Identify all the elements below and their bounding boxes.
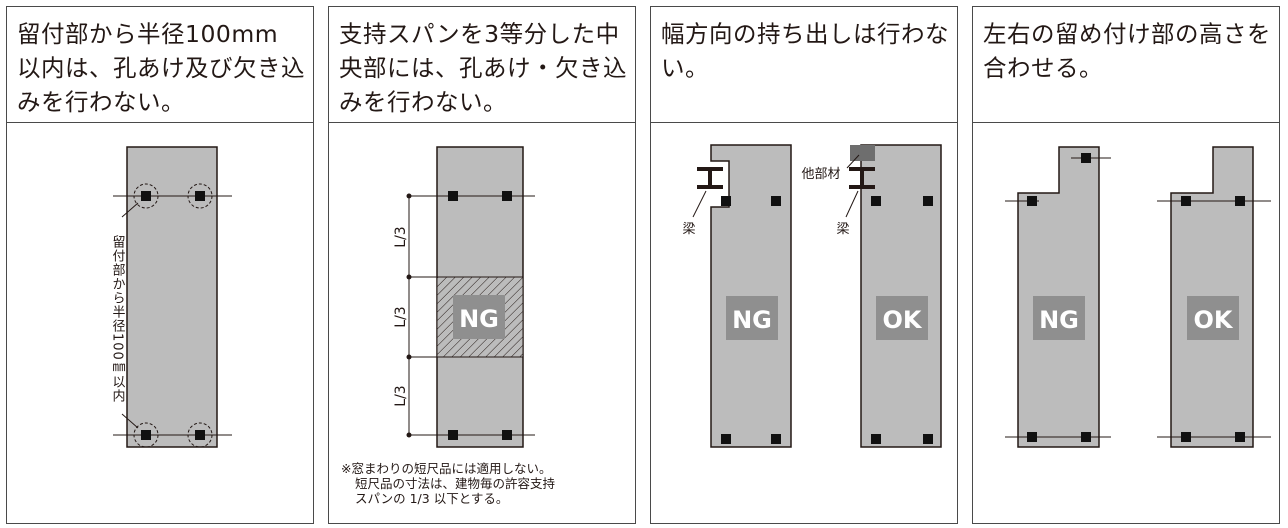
fixing-point (448, 430, 458, 440)
fixing-point (502, 430, 512, 440)
panel-title: 左右の留め付け部の高さを 合わせる。 (973, 7, 1279, 123)
fixing-point (923, 196, 933, 206)
beam-label: 梁 (836, 222, 849, 237)
leader-line (692, 190, 707, 218)
fixing-point (448, 191, 458, 201)
fixing-point (1027, 432, 1037, 442)
fixing-point (721, 434, 731, 444)
leader-line (121, 413, 139, 429)
fixing-point (1181, 196, 1191, 206)
fixing-point (502, 191, 512, 201)
beam-label: 梁 (682, 222, 695, 237)
radius-circle (133, 183, 159, 209)
fixing-point (141, 191, 151, 201)
ng-badge-label: NG (732, 306, 772, 334)
fixing-point (771, 434, 781, 444)
fixing-radius-diagram: 留付部から半径100㎜以内 (110, 146, 232, 448)
span-center-diagram: L/3 L/3 L/3 NG (393, 146, 535, 448)
leader-line (121, 202, 139, 218)
panel-title: 留付部から半径100mm 以内は、孔あけ及び欠き込 みを行わない。 (7, 7, 313, 123)
fixing-points (133, 183, 213, 448)
panel-fixing-height: 左右の留め付け部の高さを 合わせる。 NG OK (972, 6, 1280, 524)
fixing-point (871, 196, 881, 206)
leader-line (845, 190, 859, 218)
fixing-point (923, 434, 933, 444)
title-line: みを行わない。 (339, 88, 507, 116)
panel-title: 幅方向の持ち出しは行わな い。 (651, 7, 957, 123)
fixing-point (1235, 196, 1245, 206)
ng-badge-label: NG (1039, 306, 1079, 334)
width-overhang-diagram: 梁 NG 他部材 梁 OK (682, 144, 942, 448)
fixing-point (1181, 432, 1191, 442)
ng-badge (726, 296, 778, 340)
beam-icon (849, 167, 875, 189)
title-line: い。 (661, 54, 709, 82)
title-line: 左右の留め付け部の高さを (983, 20, 1271, 48)
ok-badge (876, 296, 928, 340)
other-member (850, 145, 875, 161)
ng-badge (1033, 296, 1085, 340)
fixing-point (195, 430, 205, 440)
panel-span-center: 支持スパンを3等分した中 央部には、孔あけ・欠き込 みを行わない。 L/3 (328, 6, 636, 524)
fixing-point (871, 434, 881, 444)
fixing-point (771, 196, 781, 206)
fixing-point (1081, 153, 1091, 163)
radius-circle (187, 422, 213, 448)
ok-badge-label: OK (883, 306, 923, 334)
title-line: 留付部から半径100mm (17, 20, 279, 48)
footnote-line: ※窓まわりの短尺品には適用しない。 (341, 461, 552, 476)
other-member-label: 他部材 (801, 167, 840, 182)
beam-icon (697, 167, 723, 189)
title-line: 合わせる。 (983, 54, 1103, 82)
dimension-label: L/3 (393, 385, 409, 406)
fixing-point (1235, 432, 1245, 442)
title-line: 以内は、孔あけ及び欠き込 (17, 54, 305, 82)
fixing-height-diagram: NG OK (1005, 146, 1271, 448)
radius-annotation: 留付部から半径100㎜以内 (110, 235, 126, 403)
fixing-point (141, 430, 151, 440)
radius-circle (187, 183, 213, 209)
panel-title: 支持スパンを3等分した中 央部には、孔あけ・欠き込 みを行わない。 (329, 7, 635, 123)
ok-badge (1187, 296, 1239, 340)
dimension-line (406, 193, 437, 438)
footnote-line: スパンの 1/3 以下とする。 (355, 491, 509, 506)
dimension-label: L/3 (393, 306, 409, 327)
panel-fixing-radius: 留付部から半径100mm 以内は、孔あけ及び欠き込 みを行わない。 留付部から半… (6, 6, 314, 524)
title-line: 央部には、孔あけ・欠き込 (339, 54, 627, 82)
fixing-point (195, 191, 205, 201)
fixing-point (1027, 196, 1037, 206)
fixing-point (1081, 432, 1091, 442)
dimension-label: L/3 (393, 226, 409, 247)
ng-badge (453, 295, 505, 339)
title-line: 支持スパンを3等分した中 (339, 20, 620, 48)
fixing-point (721, 196, 731, 206)
leader-line (846, 154, 860, 169)
title-line: 幅方向の持ち出しは行わな (661, 20, 949, 48)
ng-badge-label: NG (459, 305, 499, 333)
ok-badge-label: OK (1194, 306, 1234, 334)
footnote-line: 短尺品の寸法は、建物毎の許容支持 (355, 476, 556, 491)
title-line: みを行わない。 (17, 88, 185, 116)
radius-circle (133, 422, 159, 448)
panel-width-overhang: 幅方向の持ち出しは行わな い。 梁 NG 他部材 梁 (650, 6, 958, 524)
footnote: ※窓まわりの短尺品には適用しない。 短尺品の寸法は、建物毎の許容支持 スパンの … (341, 461, 555, 506)
